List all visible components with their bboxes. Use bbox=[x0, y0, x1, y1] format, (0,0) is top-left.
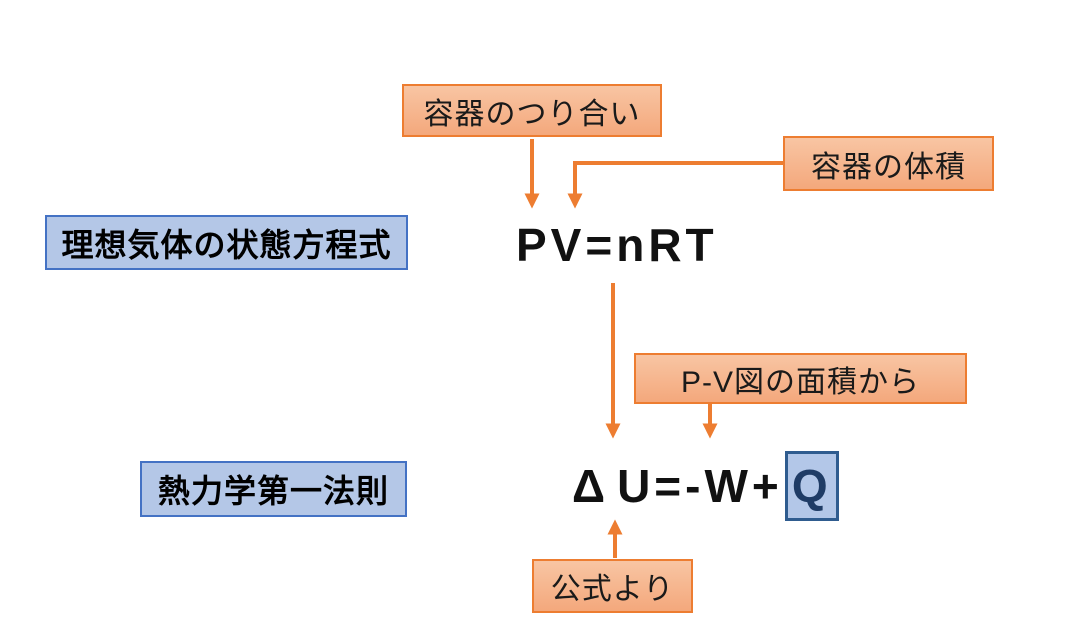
arrow-volume-to-v bbox=[567, 161, 783, 209]
formula-ideal-gas-text: PV=nRT bbox=[516, 219, 718, 271]
callout-container-volume: 容器の体積 bbox=[783, 136, 994, 191]
callout-container-volume-label: 容器の体積 bbox=[811, 150, 966, 184]
callout-from-formula: 公式より bbox=[532, 559, 693, 613]
callout-container-balance: 容器のつり合い bbox=[402, 84, 662, 137]
callout-pv-diagram-area-label: P-V図の面積から bbox=[680, 365, 920, 399]
label-ideal-gas-law-text: 理想気体の状態方程式 bbox=[61, 226, 392, 263]
formula-q-highlight-box: Q bbox=[784, 451, 839, 521]
formula-first-law: Δ U=-W+ Q bbox=[572, 450, 839, 522]
label-first-law-text: 熱力学第一法則 bbox=[157, 473, 389, 509]
callout-pv-diagram-area: P-V図の面積から bbox=[634, 353, 967, 404]
formula-first-law-delta: Δ bbox=[572, 460, 610, 512]
formula-first-law-body: U=-W+ bbox=[617, 460, 783, 512]
label-first-law: 熱力学第一法則 bbox=[140, 461, 407, 517]
label-ideal-gas-law: 理想気体の状態方程式 bbox=[45, 215, 408, 270]
formula-ideal-gas: PV=nRT bbox=[516, 214, 718, 276]
callout-from-formula-label: 公式より bbox=[550, 573, 675, 606]
formula-q-text: Q bbox=[791, 460, 832, 512]
callout-container-balance-label: 容器のつり合い bbox=[423, 97, 641, 131]
